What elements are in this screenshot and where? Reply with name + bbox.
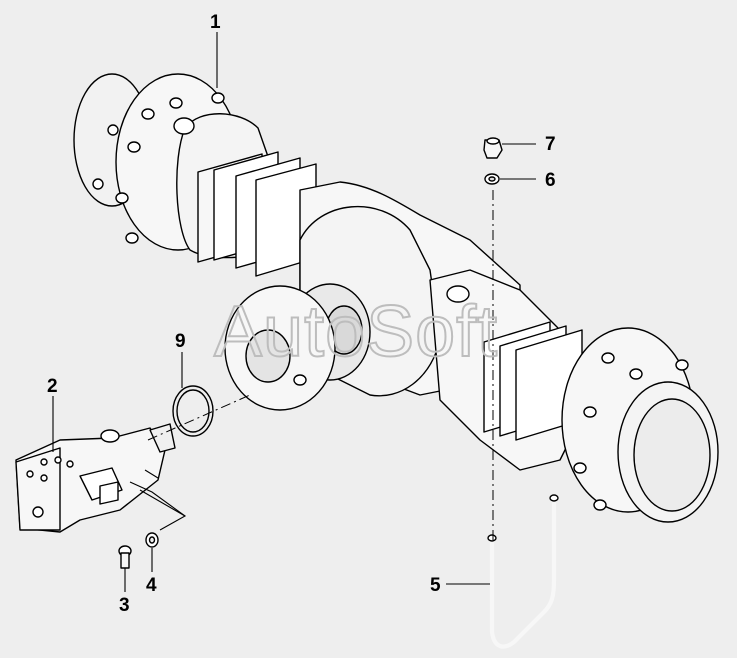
right-flange-bolts bbox=[573, 352, 689, 511]
left-brake-plates bbox=[197, 151, 317, 277]
o-ring-inner-edge bbox=[176, 389, 210, 433]
u-bolt-washer bbox=[484, 173, 500, 185]
u-bolt-outline bbox=[491, 500, 555, 648]
spacer-ring bbox=[224, 285, 336, 411]
callout-1: 1 bbox=[210, 12, 221, 33]
o-ring bbox=[172, 385, 214, 437]
right-hub-cap bbox=[633, 398, 711, 512]
u-bolt-nut bbox=[483, 137, 503, 159]
callout-7: 7 bbox=[545, 134, 556, 155]
callout-2: 2 bbox=[47, 376, 58, 397]
callout-4: 4 bbox=[146, 575, 157, 596]
right-fill-plug bbox=[446, 285, 470, 303]
callout-3: 3 bbox=[119, 595, 130, 616]
left-flange-bolts bbox=[92, 92, 225, 244]
axle-housing bbox=[73, 73, 719, 523]
motor-axis bbox=[147, 394, 251, 441]
left-fill-plug bbox=[173, 117, 195, 135]
washer bbox=[145, 532, 159, 548]
motor-mount-leader bbox=[139, 489, 187, 531]
callout-6: 6 bbox=[545, 170, 556, 191]
callout-9: 9 bbox=[175, 331, 186, 352]
u-bolt bbox=[489, 500, 557, 649]
callout-5: 5 bbox=[430, 575, 441, 596]
hydraulic-motor bbox=[15, 423, 186, 533]
watermark: AutoSoft bbox=[214, 292, 498, 372]
motor-valve-block bbox=[15, 447, 61, 531]
mounting-bolt bbox=[118, 545, 132, 569]
